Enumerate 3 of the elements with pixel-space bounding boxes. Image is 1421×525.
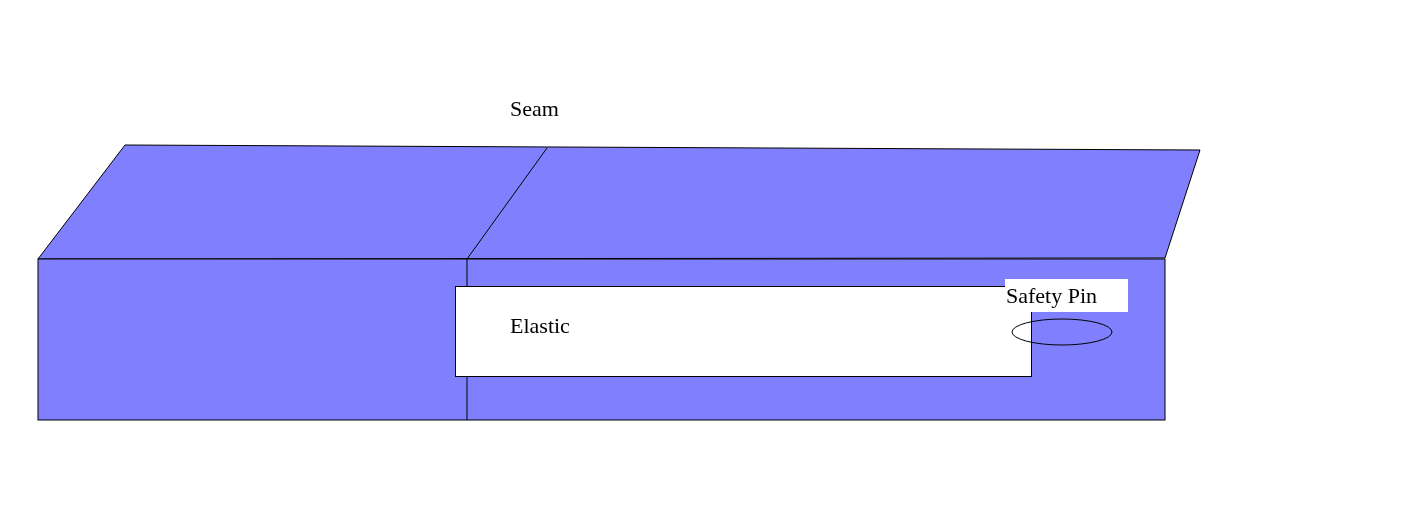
label-patch: Safety Pin [1005,279,1128,312]
oval-mark [1011,318,1113,346]
part-label: Seam [510,98,559,120]
